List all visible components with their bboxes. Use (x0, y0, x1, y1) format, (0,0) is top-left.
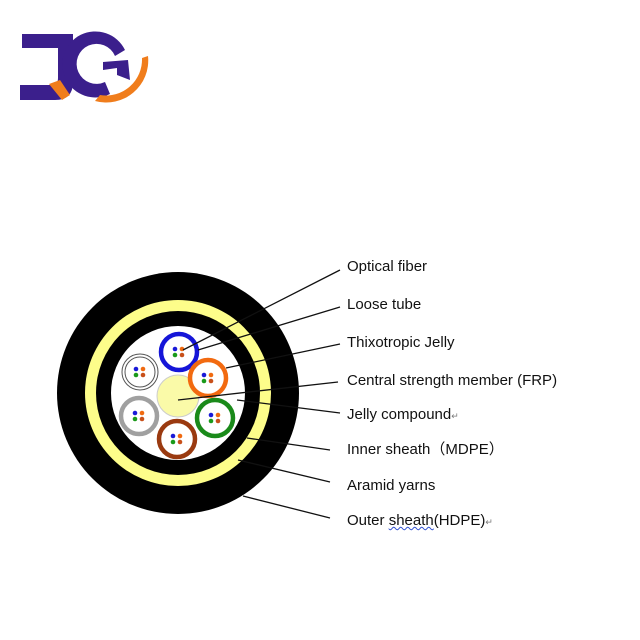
optical-fiber (140, 372, 146, 378)
optical-fiber (201, 372, 207, 378)
label-text: Jelly compound (347, 406, 452, 423)
optical-fiber (132, 410, 138, 416)
label-optical-fiber: Optical fiber (347, 258, 428, 275)
leader-line (236, 399, 341, 414)
optical-fiber (170, 433, 176, 439)
loose-tube (156, 418, 198, 460)
optical-fiber (208, 418, 214, 424)
optical-fiber (170, 439, 176, 445)
optical-fiber (140, 366, 146, 372)
label-jelly-compound: Jelly compound↵ (347, 406, 459, 425)
leader-line (242, 495, 331, 519)
leader-line (237, 459, 331, 483)
optical-fiber (172, 346, 178, 352)
label-text-underlined: sheath (388, 512, 434, 529)
optical-fiber (215, 418, 221, 424)
optical-fiber (208, 372, 214, 378)
return-mark: ↵ (451, 411, 459, 421)
leader-line (197, 306, 341, 351)
label-outer-sheath: Outer sheath(HDPE)↵ (347, 512, 493, 531)
optical-fiber (201, 378, 207, 384)
label-thixotropic-jelly: Thixotropic Jelly (347, 334, 455, 351)
loose-tube (118, 395, 160, 437)
optical-fiber (179, 352, 185, 358)
leader-lines (177, 269, 341, 519)
optical-fiber (139, 416, 145, 422)
loose-tube (187, 357, 229, 399)
leader-line (177, 381, 339, 401)
label-aramid-yarns: Aramid yarns (347, 477, 436, 494)
label-inner-sheath: Inner sheath（MDPE） (347, 441, 504, 458)
optical-fiber (215, 412, 221, 418)
optical-fiber (208, 378, 214, 384)
label-central-strength-member: Central strength member (FRP) (347, 372, 558, 389)
loose-tube (158, 331, 200, 373)
optical-fiber (177, 433, 183, 439)
label-loose-tube: Loose tube (347, 296, 422, 313)
optical-fiber (133, 366, 139, 372)
leader-line (182, 269, 341, 351)
logo (20, 31, 149, 103)
optical-fiber (208, 412, 214, 418)
loose-tube (121, 353, 159, 391)
leader-line (225, 343, 341, 369)
optical-fiber (172, 352, 178, 358)
loose-tube (194, 397, 236, 439)
optical-fiber (139, 410, 145, 416)
label-text-post: (HDPE) (433, 512, 486, 529)
return-mark: ↵ (485, 517, 493, 527)
label-text-pre: Outer (347, 512, 389, 529)
optical-fiber (132, 416, 138, 422)
optical-fiber (133, 372, 139, 378)
optical-fiber (177, 439, 183, 445)
cable-cross-section (57, 272, 299, 514)
leader-line (246, 437, 331, 451)
